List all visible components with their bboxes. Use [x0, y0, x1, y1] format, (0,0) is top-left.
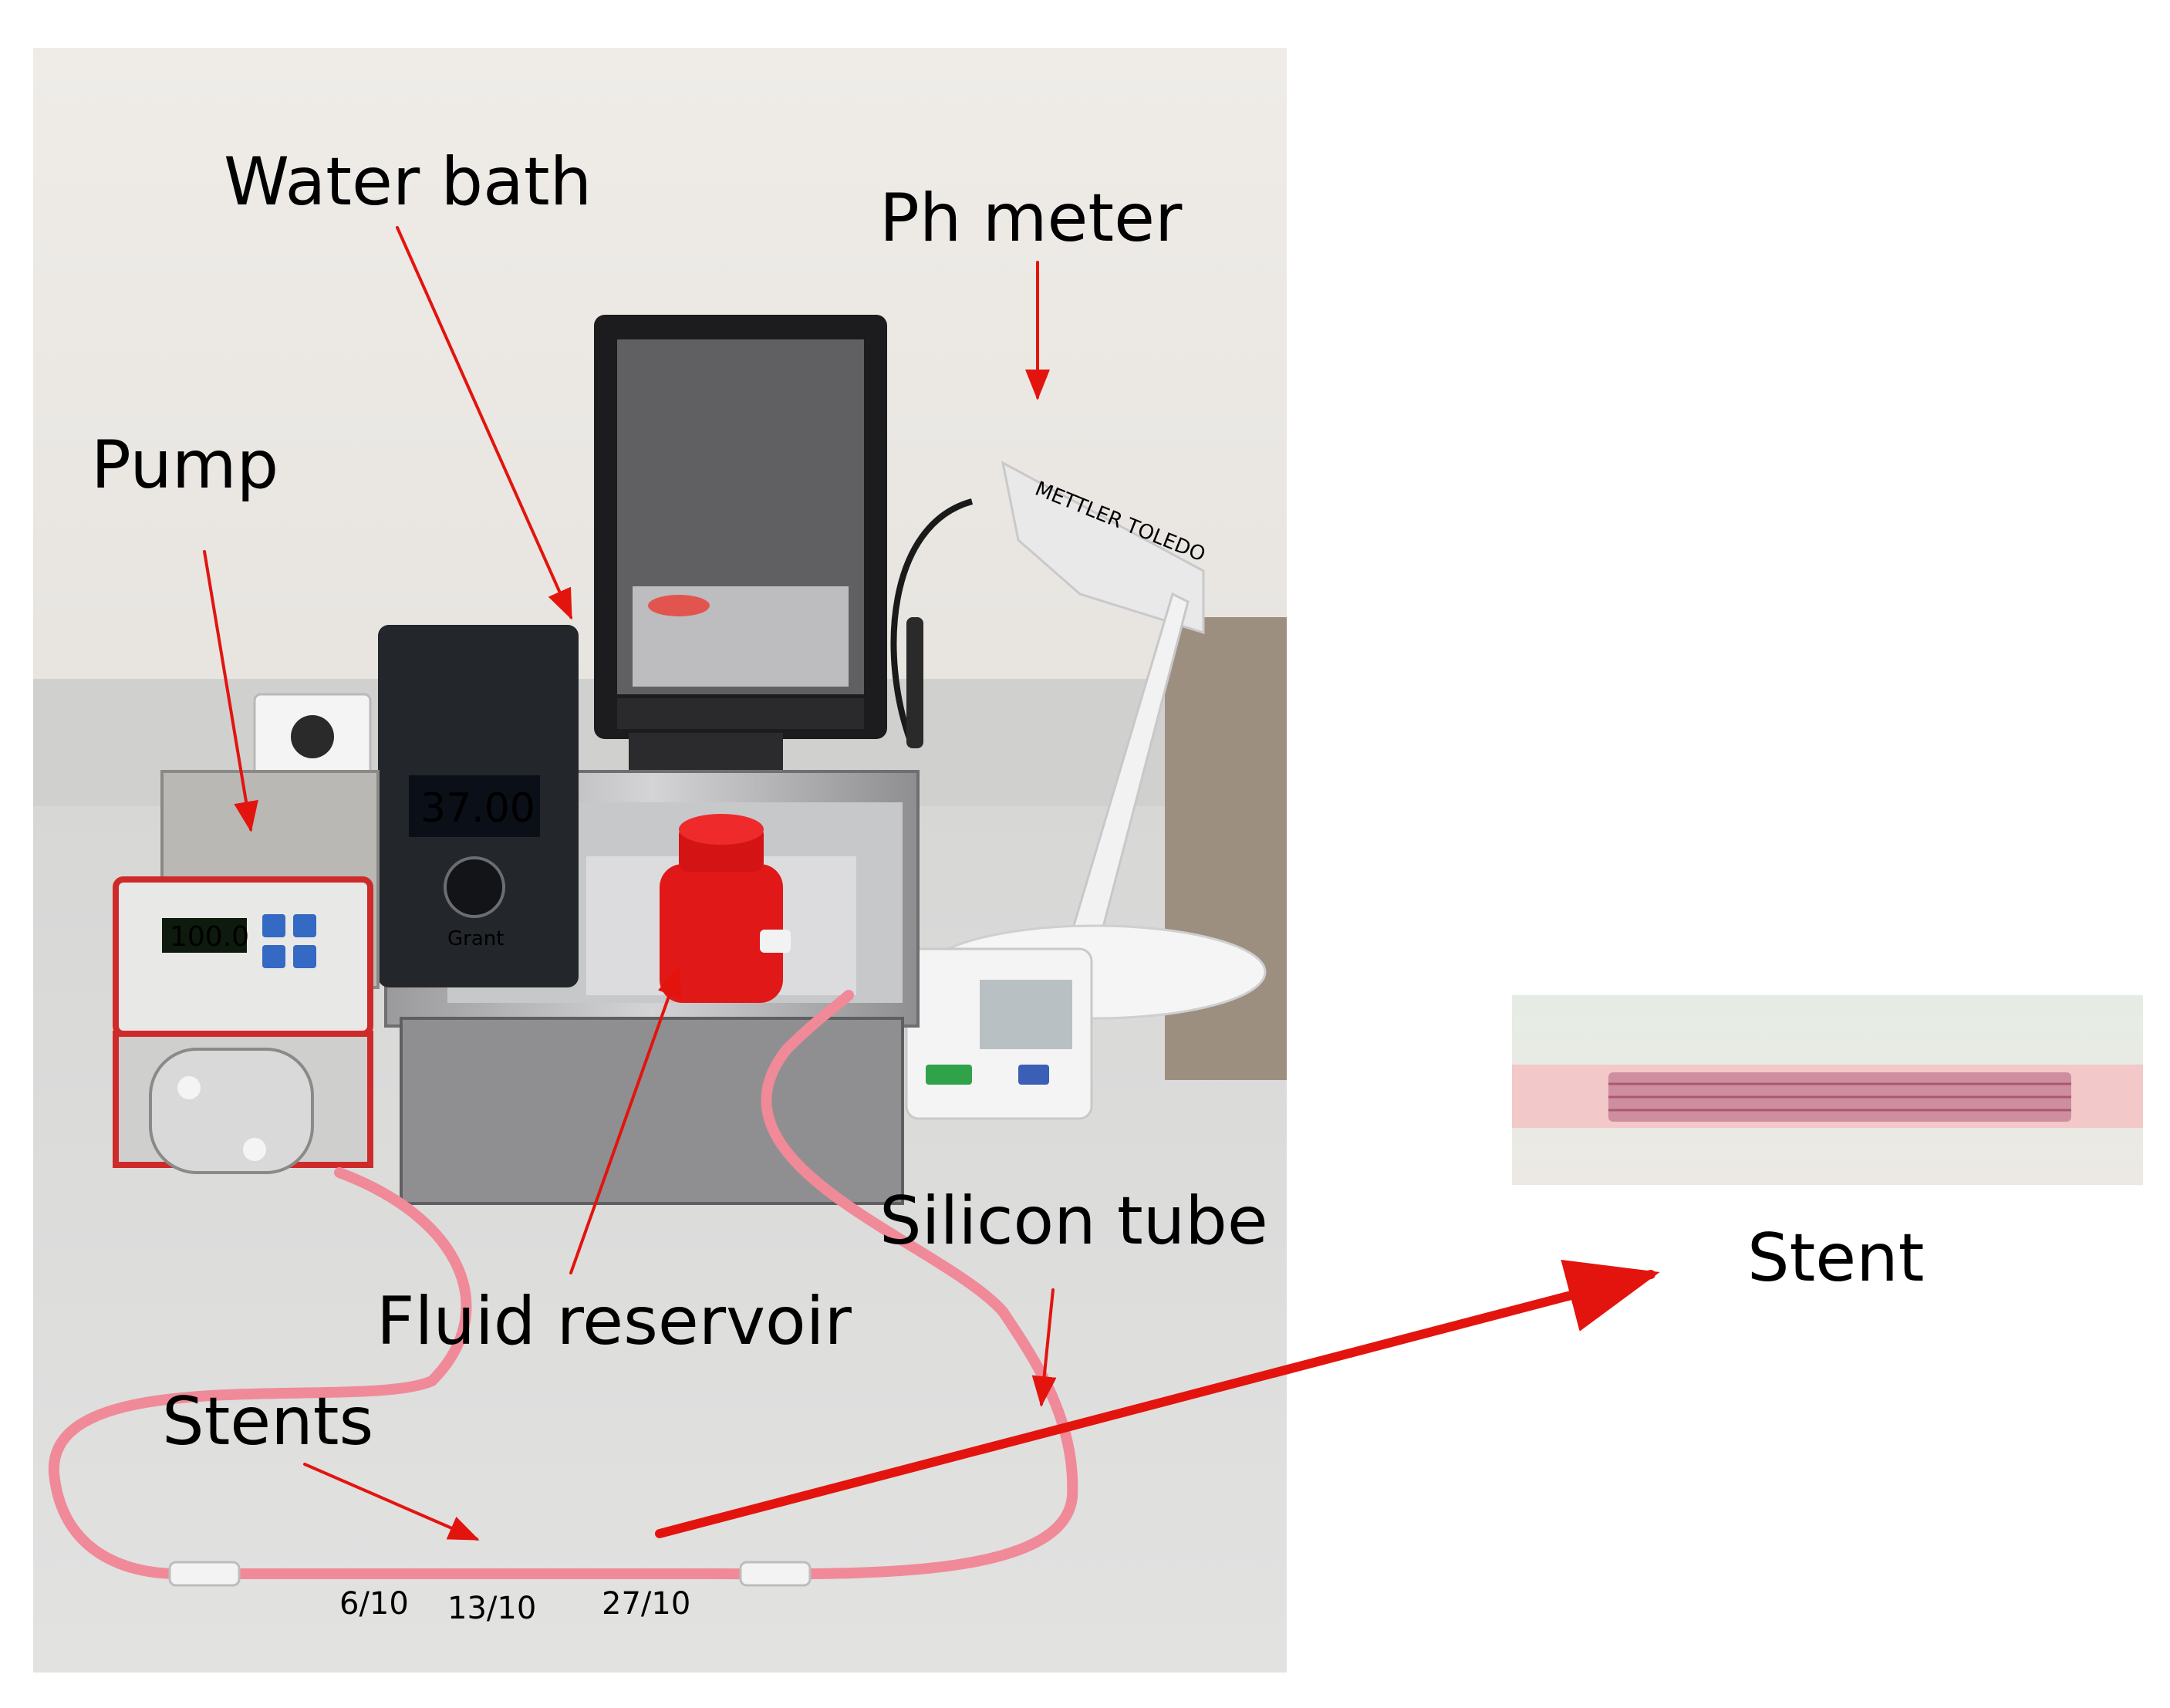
arrow-stents — [303, 1463, 480, 1541]
annotation-arrows — [203, 226, 1660, 1541]
stent-mesh — [1608, 1082, 2071, 1112]
stent-date-2: 13/10 — [447, 1591, 536, 1626]
arrow-to-stent-inset — [655, 1259, 1660, 1538]
stent-date-1: 6/10 — [339, 1586, 409, 1622]
stent-inset-photo — [1512, 995, 2143, 1185]
balance-enclosure — [594, 315, 887, 795]
bath-display: 37.00 — [420, 785, 535, 832]
bath-brand: Grant — [447, 927, 504, 950]
label-silicon-tube: Silicon tube — [879, 1183, 1268, 1260]
stent-date-3: 27/10 — [602, 1586, 690, 1622]
label-pump: Pump — [91, 427, 278, 504]
label-fluid-reservoir: Fluid reservoir — [376, 1283, 852, 1360]
arrow-water-bath — [396, 226, 572, 620]
arrow-fluid-reservoir — [569, 965, 682, 1274]
label-water-bath: Water bath — [224, 143, 592, 221]
label-stent: Stent — [1747, 1220, 1924, 1297]
silicon-tubing — [48, 990, 1078, 1587]
ph-meter-unit — [905, 947, 1093, 1120]
label-ph-meter: Ph meter — [879, 180, 1183, 257]
fluid-reservoir-bottle — [660, 814, 791, 1003]
water-bath-controller: 37.00 Grant — [378, 625, 579, 987]
socket-plug — [291, 715, 334, 758]
arrow-silicon-tube — [1031, 1288, 1057, 1407]
arrow-pump — [203, 550, 258, 832]
peristaltic-pump: 100.0 — [113, 770, 380, 1174]
setup-photo: METTLER TOLEDO 37.00 Grant — [33, 48, 1287, 1673]
label-stents: Stents — [162, 1383, 373, 1460]
pump-display: 100.0 — [170, 921, 249, 953]
